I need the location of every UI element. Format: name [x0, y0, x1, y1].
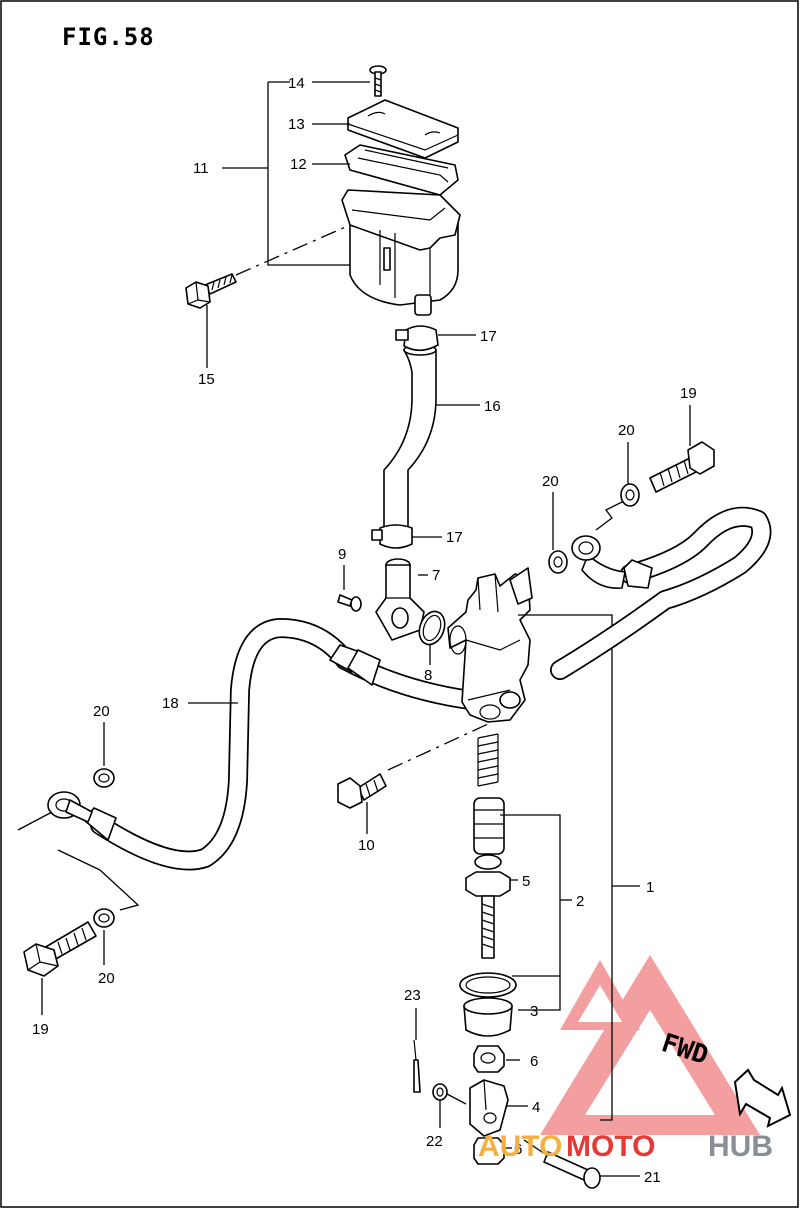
watermark-text: AUTO MOTO HUB	[478, 1130, 773, 1163]
banjo-bolt-right	[649, 441, 715, 493]
brake-hose-right	[550, 506, 772, 680]
label-part-3: 3	[530, 1003, 538, 1020]
hose-clamp-upper	[395, 325, 439, 352]
washer-upper-left	[93, 768, 115, 788]
label-part-23: 23	[404, 987, 421, 1004]
figure-title: FIG.58	[62, 23, 155, 51]
watermark-part3: HUB	[708, 1130, 773, 1163]
label-part-7: 7	[432, 567, 440, 584]
lock-nut	[473, 1045, 505, 1073]
label-part-18: 18	[162, 695, 179, 712]
washer-right-lower	[548, 550, 568, 574]
mounting-bolt	[337, 773, 387, 809]
label-part-17-lower: 17	[446, 529, 463, 546]
label-part-9: 9	[338, 546, 346, 563]
spring	[477, 733, 499, 787]
label-part-11: 11	[193, 160, 209, 177]
watermark-logo	[540, 955, 760, 1135]
boot	[463, 997, 513, 1037]
label-part-20-left-upper: 20	[93, 703, 110, 720]
reservoir-outlet	[414, 294, 432, 316]
circlip	[459, 972, 517, 998]
label-part-20-right-lower: 20	[542, 473, 559, 490]
inlet-fitting	[375, 558, 425, 641]
small-screw	[337, 594, 362, 612]
washer-lower-left	[93, 908, 115, 928]
label-part-4: 4	[532, 1099, 540, 1116]
washer-right-upper	[620, 483, 640, 507]
piston	[473, 797, 505, 855]
label-part-16: 16	[484, 398, 501, 415]
banjo-bolt-left	[23, 921, 97, 977]
reservoir-assembly	[185, 65, 461, 316]
reservoir-bolt	[185, 273, 237, 309]
callout-labels: 14 13 12 11 15 17 16 19 20 20 17 9 7 8 1…	[32, 75, 697, 1186]
leader-11	[222, 81, 350, 266]
o-ring	[418, 610, 446, 646]
watermark-part1: AUTO	[478, 1130, 562, 1163]
reservoir-hose	[383, 344, 437, 531]
label-part-5: 5	[522, 873, 530, 890]
clevis-pin	[543, 1151, 601, 1189]
label-part-14: 14	[288, 75, 305, 92]
label-part-12: 12	[290, 156, 307, 173]
brake-hose-left	[47, 618, 480, 871]
label-part-13: 13	[288, 116, 305, 133]
label-part-20-left-lower: 20	[98, 970, 115, 987]
label-part-19-right: 19	[680, 385, 697, 402]
washer-clevis	[432, 1083, 448, 1101]
label-part-10: 10	[358, 837, 375, 854]
lower-nut	[473, 1137, 505, 1165]
clevis	[469, 1079, 509, 1137]
label-part-2: 2	[576, 893, 584, 910]
cotter-pin	[413, 1039, 421, 1093]
label-part-19-left: 19	[32, 1021, 49, 1038]
watermark-triangle-inner	[585, 1010, 715, 1115]
push-rod	[465, 854, 511, 959]
label-part-21: 21	[644, 1169, 661, 1186]
label-part-22: 22	[426, 1133, 443, 1150]
fwd-arrow-icon	[733, 1068, 792, 1128]
label-part-8: 8	[424, 667, 432, 684]
label-part-20-right-upper: 20	[618, 422, 635, 439]
label-part-6-upper: 6	[530, 1053, 538, 1070]
watermark-part2: MOTO	[566, 1130, 655, 1163]
label-part-6-lower: 6	[514, 1141, 522, 1158]
label-part-1: 1	[646, 879, 654, 896]
master-cylinder	[447, 567, 533, 723]
diaphragm-plate	[344, 144, 459, 196]
watermark-triangle-left-inner	[578, 985, 622, 1022]
cap-screw	[369, 65, 387, 97]
label-part-15: 15	[198, 371, 215, 388]
hose-clamp-lower	[371, 524, 413, 549]
reservoir-cap	[347, 99, 459, 159]
label-part-17-upper: 17	[480, 328, 497, 345]
